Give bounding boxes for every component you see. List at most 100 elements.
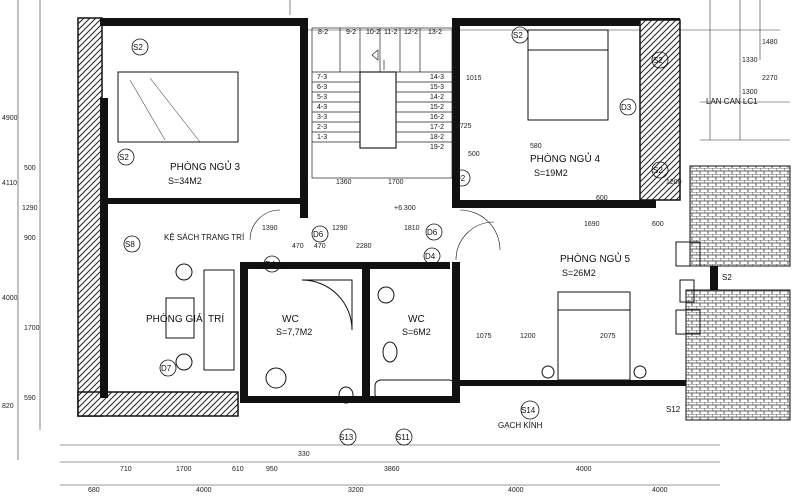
svg-text:600: 600 [652, 221, 664, 228]
svg-text:18-2: 18-2 [430, 134, 444, 141]
svg-text:11-2: 11-2 [384, 29, 398, 36]
svg-text:1810: 1810 [404, 225, 420, 232]
svg-text:D2: D2 [455, 174, 466, 183]
svg-text:4000: 4000 [576, 466, 592, 473]
svg-text:1200: 1200 [520, 333, 536, 340]
door-swing-3 [249, 209, 281, 241]
side-table [679, 279, 695, 303]
svg-text:16-2: 16-2 [430, 114, 444, 121]
svg-text:S2: S2 [133, 43, 143, 52]
exterior-walls [77, 17, 718, 417]
symbol-tags [117, 26, 669, 446]
room3-area: S=34M2 [168, 176, 202, 186]
svg-text:4000: 4000 [508, 487, 524, 494]
chair-1 [175, 263, 193, 281]
svg-text:500: 500 [468, 151, 480, 158]
svg-text:1015: 1015 [466, 75, 482, 82]
svg-text:1-3: 1-3 [317, 134, 327, 141]
shower [301, 279, 353, 331]
shelf-note: KỆ SÁCH TRANG TRÍ [164, 233, 245, 242]
svg-text:3200: 3200 [348, 487, 364, 494]
room-labels: PHÒNG NGỦ 3 S=34M2 PHÒNG NGỦ 4 S=19M2 PH… [146, 97, 758, 430]
svg-text:4000: 4000 [652, 487, 668, 494]
svg-text:7-3: 7-3 [317, 74, 327, 81]
door-swing-2 [455, 221, 495, 261]
glass-note: GẠCH KÍNH [498, 421, 543, 430]
chair-2 [175, 353, 193, 371]
svg-text:1330: 1330 [742, 57, 758, 64]
svg-text:1725: 1725 [456, 123, 472, 130]
svg-text:610: 610 [232, 466, 244, 473]
wc1-name: WC [282, 314, 299, 325]
svg-text:590: 590 [24, 395, 36, 402]
svg-text:580: 580 [530, 143, 542, 150]
svg-text:470: 470 [292, 243, 304, 250]
svg-text:900: 900 [24, 235, 36, 242]
svg-text:D4: D4 [265, 260, 276, 269]
svg-text:9-2: 9-2 [346, 29, 356, 36]
dimension-texts: 710 1700 610 950 330 3860 4000 680 4000 … [2, 39, 778, 494]
svg-text:S13: S13 [339, 433, 354, 442]
svg-text:3860: 3860 [384, 466, 400, 473]
door-swing-1 [459, 209, 501, 251]
svg-text:19-2: 19-2 [430, 144, 444, 151]
svg-text:17-2: 17-2 [430, 124, 444, 131]
svg-text:1700: 1700 [176, 466, 192, 473]
bathtub [374, 379, 456, 401]
svg-text:710: 710 [120, 466, 132, 473]
svg-text:12-2: 12-2 [404, 29, 418, 36]
room5-area: S=26M2 [562, 268, 596, 278]
svg-text:S2: S2 [653, 166, 663, 175]
stair-numbers: 8-2 9-2 10-2 11-2 12-2 13-2 7-3 6-3 5-3 … [317, 29, 444, 151]
level-note: +6.300 [394, 205, 416, 212]
svg-text:8-2: 8-2 [318, 29, 328, 36]
nightstand-2 [633, 365, 647, 379]
svg-text:S2: S2 [119, 153, 129, 162]
svg-text:S2: S2 [513, 31, 523, 40]
sink-wc2 [377, 286, 395, 304]
svg-text:D3: D3 [621, 103, 632, 112]
wc2-name: WC [408, 314, 425, 325]
svg-text:D6: D6 [313, 230, 324, 239]
svg-text:15-2: 15-2 [430, 104, 444, 111]
svg-text:2270: 2270 [762, 75, 778, 82]
svg-text:4-3: 4-3 [317, 104, 327, 111]
svg-text:470: 470 [314, 243, 326, 250]
svg-text:1700: 1700 [388, 179, 404, 186]
svg-text:1290: 1290 [22, 205, 38, 212]
svg-text:1290: 1290 [332, 225, 348, 232]
svg-text:S14: S14 [521, 406, 536, 415]
svg-text:S8: S8 [125, 240, 135, 249]
svg-text:2-3: 2-3 [317, 124, 327, 131]
svg-text:3-3: 3-3 [317, 114, 327, 121]
svg-text:600: 600 [596, 195, 608, 202]
table [165, 297, 195, 339]
svg-text:1690: 1690 [584, 221, 600, 228]
svg-text:S2: S2 [653, 56, 663, 65]
svg-text:4000: 4000 [2, 295, 18, 302]
svg-text:5-3: 5-3 [317, 94, 327, 101]
svg-text:S12: S12 [666, 405, 681, 414]
room4-area: S=19M2 [534, 168, 568, 178]
symbol-labels: S2 S2 S2 S2 S2 D3 S8 S14 S13 S11 D2 D4 D… [119, 31, 732, 442]
svg-text:330: 330 [298, 451, 310, 458]
furniture [117, 29, 701, 404]
svg-text:14-2: 14-2 [430, 94, 444, 101]
balcony [685, 165, 791, 421]
svg-text:6-3: 6-3 [317, 84, 327, 91]
sink-wc1 [265, 367, 287, 389]
bed-room5 [557, 291, 631, 381]
toilet-wc2 [382, 341, 398, 363]
svg-text:1700: 1700 [24, 325, 40, 332]
svg-text:680: 680 [88, 487, 100, 494]
svg-text:10-2: 10-2 [366, 29, 380, 36]
svg-text:1075: 1075 [476, 333, 492, 340]
svg-text:S2: S2 [722, 273, 732, 282]
svg-text:1480: 1480 [762, 39, 778, 46]
svg-text:13-2: 13-2 [428, 29, 442, 36]
railing-note: LAN CAN LC1 [706, 97, 758, 106]
svg-text:4900: 4900 [2, 115, 18, 122]
svg-text:1360: 1360 [336, 179, 352, 186]
svg-text:D4: D4 [425, 252, 436, 261]
